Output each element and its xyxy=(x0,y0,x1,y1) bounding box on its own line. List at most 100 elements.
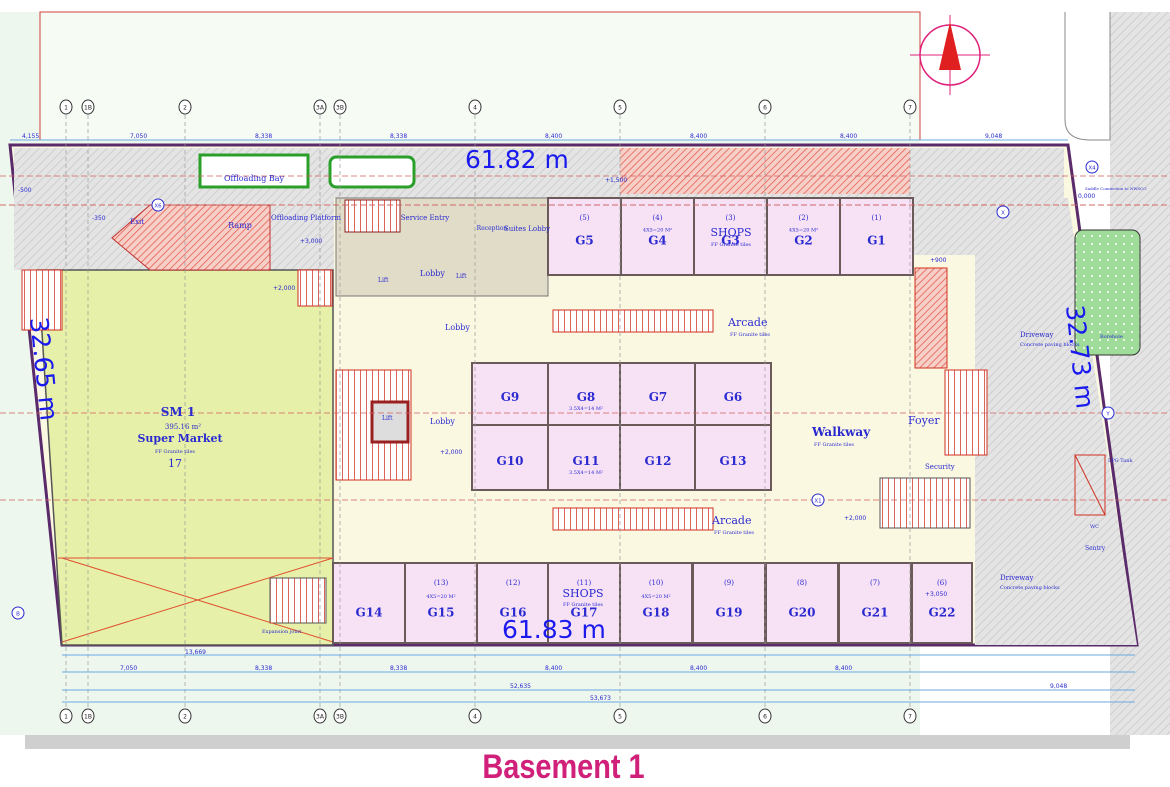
grid-bubble-label: X4 xyxy=(1088,166,1096,172)
shops-heading: SHOPS xyxy=(562,587,603,600)
grid-bubble-label: 7 xyxy=(908,714,912,721)
shop-label: G3 xyxy=(721,233,740,247)
shop-unit xyxy=(692,562,766,644)
shop-label: G6 xyxy=(724,390,743,404)
grid-bubble-label: 6 xyxy=(763,105,767,112)
shop-unit xyxy=(694,424,772,491)
level-mark: 0,000 xyxy=(1078,193,1095,200)
shop-label: G12 xyxy=(645,454,672,468)
grid-bubble-label: 2 xyxy=(183,105,187,112)
grid-bubble-label: B xyxy=(16,612,20,618)
lift-label-3: Lift xyxy=(382,415,393,422)
shop-label: G5 xyxy=(575,233,594,247)
shop-number: (12) xyxy=(506,579,521,587)
shop-unit xyxy=(620,197,695,276)
arcade-label-bottom: Arcade xyxy=(711,514,751,527)
grid-bubble xyxy=(333,99,347,115)
grid-bubble-label: 5 xyxy=(618,714,622,721)
expansion-joint-label: Expansion joint xyxy=(262,629,301,635)
grid-bubble xyxy=(1085,160,1099,174)
ramp-label: Ramp xyxy=(228,221,252,230)
grid-bubble xyxy=(903,708,917,724)
driveway-label-1: Driveway xyxy=(1020,331,1053,339)
stair-1 xyxy=(21,269,63,331)
level-mark: +2,000 xyxy=(273,285,295,292)
grid-bubble xyxy=(313,708,327,724)
foyer-label: Foyer xyxy=(908,414,940,427)
reception-label: Reception xyxy=(477,225,508,232)
grid-bubble-label: X6 xyxy=(154,204,162,210)
shop-unit xyxy=(332,562,406,644)
lobby-label-2: Lobby xyxy=(445,323,470,332)
lobby-label-1: Lobby xyxy=(420,269,445,278)
arcade-finish-top: FF Granite tiles xyxy=(730,332,770,338)
suites-lobby-label: Suites Lobby xyxy=(504,225,550,233)
dimension-text: 7,050 xyxy=(130,133,147,140)
dimension-text: 8,400 xyxy=(690,133,707,140)
shop-label: G1 xyxy=(867,233,886,247)
grid-bubble-label: Y xyxy=(1105,412,1110,418)
wc-label: WC xyxy=(1090,524,1099,530)
shops-heading: SHOPS xyxy=(710,226,751,239)
grid-bubble xyxy=(313,99,327,115)
stair-3 xyxy=(297,269,333,307)
dimension-text: 4,155 xyxy=(22,133,39,140)
stair-6 xyxy=(944,369,988,456)
shop-area: 4X5=20 M² xyxy=(643,227,672,233)
shop-unit xyxy=(404,562,478,644)
shop-label: G14 xyxy=(356,606,383,620)
lpg-label: LPG Tank xyxy=(1108,458,1133,464)
shops-finish: FF Granite tiles xyxy=(711,242,751,248)
grid-bubble-label: 5 xyxy=(618,105,622,112)
shop-area: 3.5X4=14 M² xyxy=(569,406,603,412)
north-arrow-icon xyxy=(910,15,990,95)
shop-unit xyxy=(619,562,693,644)
grid-bubble-label: 4 xyxy=(473,714,477,721)
shops-finish: FF Granite tiles xyxy=(563,602,603,608)
arcade-label-top: Arcade xyxy=(727,316,767,329)
top-length-dimension: 61.82 m xyxy=(465,145,569,174)
saddle-label: Saddle Connection to NWSCO xyxy=(1085,186,1147,191)
grid-bubble xyxy=(996,205,1010,219)
grid-bubble-label: 7 xyxy=(908,105,912,112)
security-label: Security xyxy=(925,463,955,471)
shop-number: (4) xyxy=(653,214,663,222)
shop-label: G10 xyxy=(497,454,524,468)
shop-number: (7) xyxy=(870,579,880,587)
shop-unit xyxy=(547,424,625,491)
lobby-label-3: Lobby xyxy=(430,417,455,426)
shop-number: (9) xyxy=(724,579,734,587)
dimension-text: 8,400 xyxy=(545,665,562,672)
stair-7 xyxy=(879,477,971,529)
dimension-text: 8,338 xyxy=(390,133,407,140)
page-title: Basement 1 xyxy=(482,748,645,786)
level-mark: +900 xyxy=(930,257,947,264)
grid-bubble-label: X xyxy=(1001,211,1005,217)
supermarket-area: 395.16 m² xyxy=(165,423,201,431)
shop-label: G19 xyxy=(716,606,743,620)
level-mark: -350 xyxy=(92,215,106,222)
grid-bubble xyxy=(758,708,772,724)
shop-label: G21 xyxy=(862,606,889,620)
grid-bubble-label: 3B xyxy=(336,714,344,721)
service-entry-label: Service Entry xyxy=(401,214,450,222)
shop-number: (1) xyxy=(872,214,882,222)
shop-unit xyxy=(547,362,625,426)
shop-label: G15 xyxy=(428,606,455,620)
driveway-label-2: Driveway xyxy=(1000,574,1033,582)
dimension-text: 8,400 xyxy=(545,133,562,140)
grid-bubble xyxy=(903,99,917,115)
grid-bubble xyxy=(333,708,347,724)
grid-bubble xyxy=(468,708,482,724)
dimension-text: 9,048 xyxy=(985,133,1002,140)
grid-bubble xyxy=(59,708,73,724)
shop-unit xyxy=(839,197,914,276)
shop-label: G11 xyxy=(573,454,600,468)
grid-bubble-label: 1 xyxy=(64,714,68,721)
dimension-text: 8,338 xyxy=(390,665,407,672)
level-mark: +1,500 xyxy=(605,177,627,184)
lift-core xyxy=(370,400,410,444)
level-mark: +2,000 xyxy=(844,515,866,522)
shop-label: G2 xyxy=(794,233,813,247)
